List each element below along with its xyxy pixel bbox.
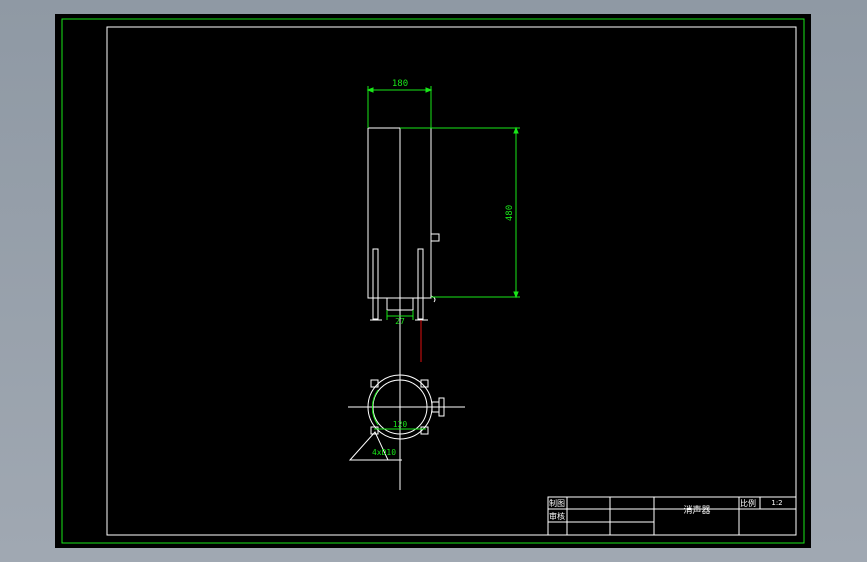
side-nozzle: [430, 233, 440, 242]
dim-height-label: 480: [505, 205, 515, 221]
right-leg: [417, 248, 424, 320]
flange-inner: [372, 379, 428, 435]
drawn-by-label: 制图: [549, 498, 565, 508]
dim-bolt-circle-label: 120: [393, 420, 408, 429]
part-title: 消声器: [683, 504, 710, 516]
dim-width: [366, 86, 433, 128]
scale-label: 比例: [740, 498, 756, 508]
nozzle-flange: [438, 397, 445, 417]
dim-width-label: 180: [392, 79, 408, 89]
top-view: [348, 374, 465, 461]
front-view: [367, 127, 440, 490]
scale-value: 1:2: [771, 499, 782, 507]
sheet-background: [55, 14, 811, 548]
dim-holes-label: 4xD10: [372, 448, 396, 457]
title-block: [547, 496, 797, 536]
left-leg: [372, 248, 379, 320]
dim-bolt-circle: [371, 389, 426, 430]
checked-by-label: 审核: [549, 511, 565, 521]
dim-height: [400, 126, 520, 299]
outer-frame: [61, 18, 805, 544]
bolt-hole-br: [420, 426, 429, 435]
drain-hook: [430, 295, 436, 303]
inner-border: [106, 26, 797, 536]
bolt-hole-tr: [420, 379, 429, 388]
dim-outlet-label: 27: [395, 317, 405, 326]
bolt-hole-bl: [370, 426, 379, 435]
dim-outlet: [386, 310, 414, 320]
bolt-hole-tl: [370, 379, 379, 388]
